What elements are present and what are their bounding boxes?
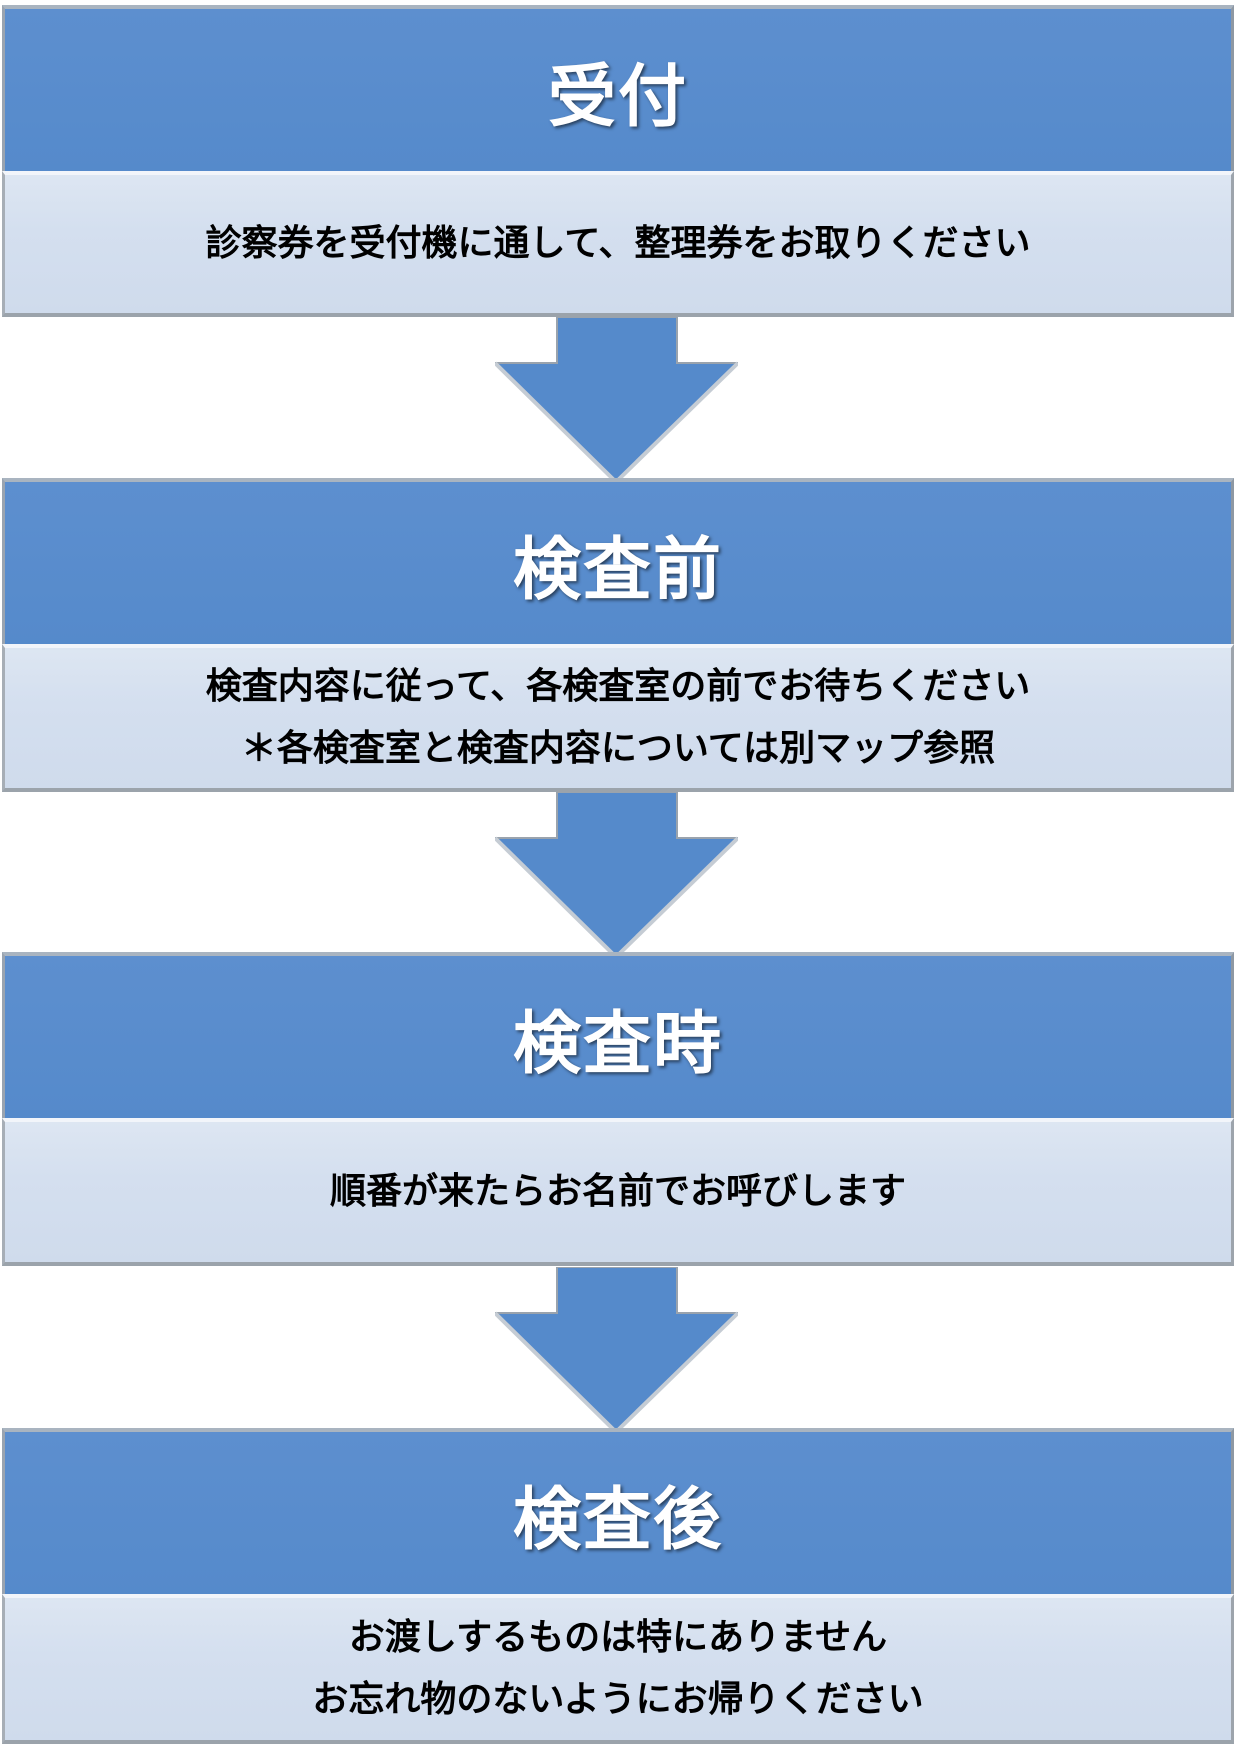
step-title: 検査前 (512, 530, 723, 610)
step-title: 検査後 (512, 1480, 723, 1560)
step-header: 検査時 (2, 952, 1234, 1118)
step-description-note: ＊各検査室と検査内容については別マップ参照 (240, 728, 996, 769)
step-header: 受付 (2, 5, 1234, 171)
step-description: 順番が来たらお名前でお呼びします (2, 1118, 1234, 1266)
step-description-line: お渡しするものは特にありません (348, 1617, 888, 1658)
step-description-line: 順番が来たらお名前でお呼びします (329, 1171, 906, 1212)
step-description: 検査内容に従って、各検査室の前でお待ちください ＊各検査室と検査内容については別… (2, 644, 1234, 792)
step-header: 検査後 (2, 1428, 1234, 1594)
step-description-line: お忘れ物のないようにお帰りください (312, 1679, 924, 1720)
step-description-line: 診察券を受付機に通して、整理券をお取りください (205, 223, 1031, 264)
step-description: お渡しするものは特にありません お忘れ物のないようにお帰りください (2, 1594, 1234, 1744)
down-arrow-icon (495, 792, 738, 957)
step-title: 受付 (547, 57, 688, 137)
down-arrow-icon (495, 317, 738, 482)
step-description-line: 検査内容に従って、各検査室の前でお待ちください (205, 666, 1031, 707)
step-description: 診察券を受付機に通して、整理券をお取りください (2, 171, 1234, 317)
down-arrow-icon (495, 1267, 738, 1432)
step-header: 検査前 (2, 478, 1234, 644)
step-title: 検査時 (512, 1004, 723, 1084)
